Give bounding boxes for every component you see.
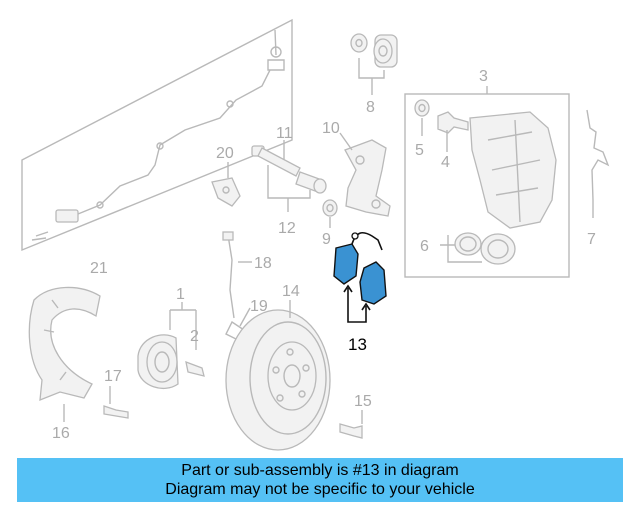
callout-16: 16 [52,425,70,442]
abs-sensor-panel [21,18,293,252]
callout-6: 6 [420,238,429,255]
bushing-parts [350,33,398,95]
rotor-screw [339,410,363,439]
callout-3: 3 [479,68,488,85]
caliper-panel [404,93,570,278]
spring-clip [586,109,610,218]
callout-21: 21 [90,260,108,277]
callout-2: 2 [190,328,199,345]
info-banner: Part or sub-assembly is #13 in diagram D… [17,458,623,502]
brake-pads-highlight [333,231,387,323]
callout-12: 12 [278,220,296,237]
washer [322,199,338,228]
banner-line-1: Part or sub-assembly is #13 in diagram [181,462,459,479]
callout-20: 20 [216,145,234,162]
callout-1: 1 [176,286,185,303]
callout-11: 11 [276,125,293,142]
guide-pins [251,140,327,212]
callout-4: 4 [441,154,450,171]
callout-5: 5 [415,142,424,159]
callout-15: 15 [354,393,372,410]
brake-rotor [225,300,331,451]
caliper-bracket [339,132,391,217]
dust-shield [28,286,101,422]
callout-18: 18 [254,255,272,272]
callout-10: 10 [322,120,340,137]
callout-8: 8 [366,99,375,116]
sensor-wire [222,231,252,319]
banner-line-2: Diagram may not be specific to your vehi… [165,481,475,498]
callout-14: 14 [282,283,300,300]
sensor-bracket [211,162,241,207]
callout-17: 17 [104,368,122,385]
hub-bolt [103,386,129,419]
callout-13: 13 [348,335,367,354]
wheel-hub [137,302,205,389]
callout-19: 19 [250,298,268,315]
callout-7: 7 [587,231,596,248]
callout-9: 9 [322,231,331,248]
